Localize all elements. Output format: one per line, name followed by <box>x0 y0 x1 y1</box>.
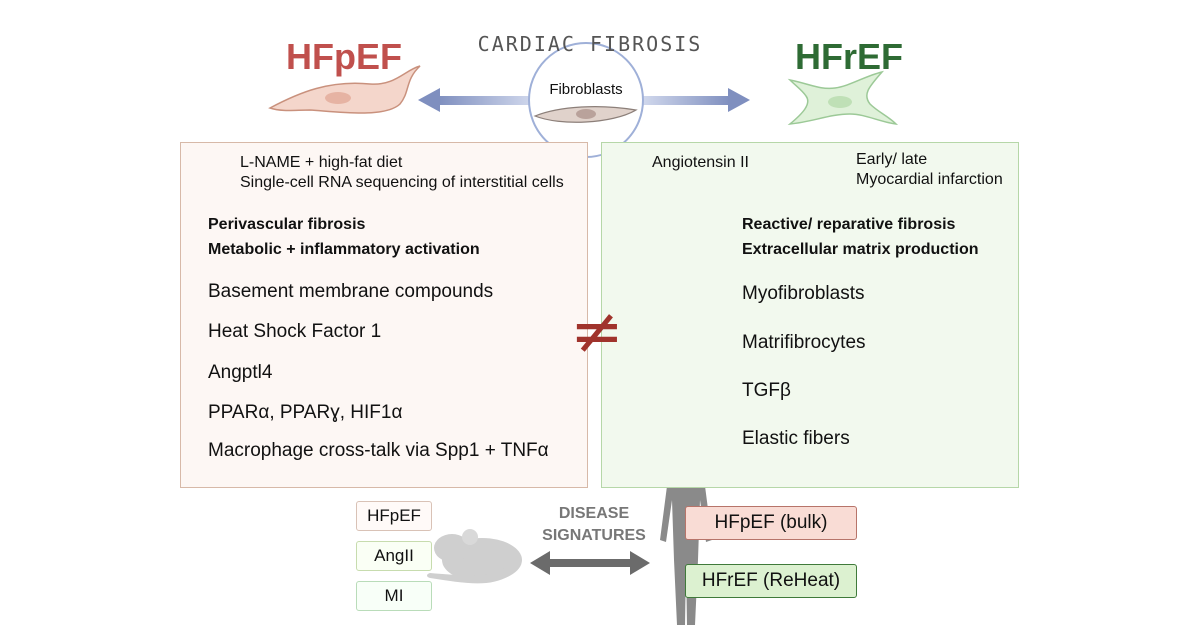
not-equal-symbol: ≠ <box>570 295 624 369</box>
disease-signatures-label: DISEASE SIGNATURES <box>530 503 658 547</box>
hfpef-item: Basement membrane compounds <box>208 281 494 302</box>
mi-label-line1: Early/ late <box>856 151 928 168</box>
tag-angii: AngII <box>356 541 432 571</box>
hfpef-heading: HFpEF <box>286 36 402 77</box>
mi-label-line2: Myocardial infarction <box>856 171 1003 188</box>
hfref-heading2: Extracellular matrix production <box>742 241 979 258</box>
hfpef-heading2: Metabolic + inflammatory activation <box>208 241 480 258</box>
hfpef-item: PPARα, PPARɣ, HIF1α <box>208 402 403 423</box>
arrow-to-hfref <box>638 88 750 112</box>
hfref-heading: HFrEF <box>795 36 903 77</box>
tag-hfpef: HFpEF <box>356 501 432 531</box>
hfpef-model-line2: Single-cell RNA sequencing of interstiti… <box>240 174 564 191</box>
mouse-silhouette-icon <box>427 529 522 584</box>
hfpef-heading1: Perivascular fibrosis <box>208 216 366 233</box>
hfpef-panel <box>180 142 588 488</box>
hfpef-item: Macrophage cross-talk via Spp1 + TNFα <box>208 440 549 461</box>
tag-hfpef-bulk: HFpEF (bulk) <box>685 506 857 540</box>
arrow-to-hfpef <box>418 88 538 112</box>
fibroblast-circle <box>528 42 644 158</box>
hfpef-item: Heat Shock Factor 1 <box>208 321 382 342</box>
hfpef-item: Angptl4 <box>208 362 273 383</box>
hfref-panel <box>601 142 1019 488</box>
tag-hfref-reheat: HFrEF (ReHeat) <box>685 564 857 598</box>
hfpef-fibroblast-icon <box>268 65 421 114</box>
diagram-title: CARDIAC FIBROSIS <box>477 32 703 56</box>
fibroblasts-label: Fibroblasts <box>549 81 623 98</box>
hfref-heading1: Reactive/ reparative fibrosis <box>742 216 956 233</box>
signature-line2: SIGNATURES <box>542 527 646 544</box>
hfref-item: Matrifibrocytes <box>742 332 866 353</box>
hfref-item: Elastic fibers <box>742 428 850 449</box>
signature-line1: DISEASE <box>558 505 630 522</box>
hfpef-model-line1: L-NAME + high-fat diet <box>240 154 403 171</box>
hfref-fibroblast-icon <box>787 70 899 126</box>
hfref-item: TGFβ <box>742 380 791 401</box>
angii-label: Angiotensin II <box>652 154 749 171</box>
double-arrow-icon <box>530 551 650 575</box>
hfref-item: Myofibroblasts <box>742 283 865 304</box>
tag-mi: MI <box>356 581 432 611</box>
